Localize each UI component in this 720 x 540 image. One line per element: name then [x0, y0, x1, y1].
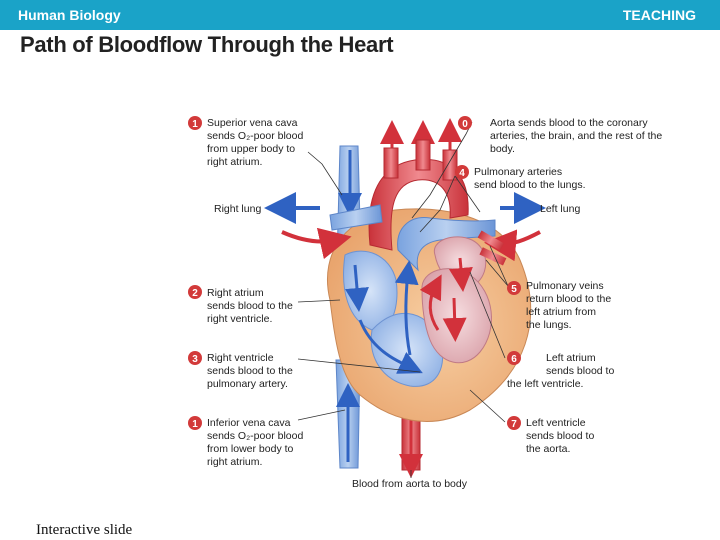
callout-line: arteries, the brain, and the rest of the [490, 130, 662, 142]
callout-line: Pulmonary veins [526, 280, 604, 292]
callout-pulmonary-arteries: Pulmonary arteries send blood to the lun… [474, 166, 586, 191]
badge-aorta [458, 116, 472, 130]
callout-line: sends blood to [546, 365, 614, 377]
callout-line: Right atrium [207, 287, 264, 299]
internal-flow-arrows [345, 257, 473, 374]
header-banner: Human Biology TEACHING [0, 0, 720, 30]
callout-line: body. [490, 143, 515, 155]
badge-ivc [188, 416, 202, 430]
aorta-to-body-label: Blood from aorta to body [352, 478, 468, 490]
callout-line: pulmonary artery. [207, 378, 288, 390]
right-ventricle [370, 312, 444, 387]
section-name: TEACHING [622, 7, 696, 23]
badge-left-atrium [507, 351, 521, 365]
left-lung-label: Left lung [540, 203, 580, 215]
callout-line: right ventricle. [207, 313, 272, 325]
badge-pulm-art [455, 165, 469, 179]
left-lung-return-arrow [484, 229, 541, 262]
callout-line: sends blood to the [207, 365, 293, 377]
course-name: Human Biology [18, 7, 121, 23]
callout-left-atrium: Left atrium sends blood to the left vent… [507, 352, 614, 390]
badge-number: 5 [511, 284, 517, 295]
callout-left-ventricle: Left ventricle sends blood to the aorta. [526, 417, 594, 455]
badge-number: 7 [511, 419, 517, 430]
right-lung-return-arrow [281, 227, 352, 260]
badge-numbers: 1 0 4 2 5 3 6 1 7 [192, 119, 517, 430]
callout-superior-vena-cava: Superior vena cava sends O₂-poor blood f… [207, 117, 303, 168]
callout-line: the aorta. [526, 443, 570, 455]
callout-line: left atrium from [526, 306, 596, 318]
badge-pulm-veins [507, 281, 521, 295]
callout-line: from lower body to [207, 443, 294, 455]
callout-line: Pulmonary arteries [474, 166, 562, 178]
callout-line: Left atrium [546, 352, 596, 364]
leader-lines [297, 121, 509, 478]
callout-line: sends O₂-poor blood [207, 130, 303, 142]
callout-right-ventricle: Right ventricle sends blood to the pulmo… [207, 352, 293, 390]
callout-pulmonary-veins: Pulmonary veins return blood to the left… [526, 280, 611, 331]
callout-line: right atrium. [207, 456, 262, 468]
badge-right-ventricle [188, 351, 202, 365]
callout-line: right atrium. [207, 156, 262, 168]
badge-number: 1 [192, 419, 198, 430]
callout-line: sends blood to the [207, 300, 293, 312]
callout-right-atrium: Right atrium sends blood to the right ve… [207, 287, 293, 325]
callout-line: Left ventricle [526, 417, 586, 429]
badge-number: 1 [192, 119, 198, 130]
callout-line: from upper body to [207, 143, 295, 155]
badge-number: 0 [462, 119, 468, 130]
footer-caption: Interactive slide [36, 522, 133, 538]
callout-aorta: Aorta sends blood to the coronary arteri… [490, 117, 662, 155]
callout-line: Inferior vena cava [207, 417, 291, 429]
callout-line: the lungs. [526, 319, 572, 331]
pulmonary-veins [477, 230, 507, 266]
callout-line: Aorta sends blood to the coronary [490, 117, 648, 129]
callout-line: send blood to the lungs. [474, 179, 586, 191]
badge-left-ventricle [507, 416, 521, 430]
badge-number: 3 [192, 354, 198, 365]
number-badges [188, 116, 521, 430]
callout-line: Right ventricle [207, 352, 274, 364]
pulmonary-trunk [397, 217, 496, 272]
right-lung-label: Right lung [214, 203, 261, 215]
page-title: Path of Bloodflow Through the Heart [20, 32, 394, 57]
badge-number: 2 [192, 288, 198, 299]
callout-line: sends O₂-poor blood [207, 430, 303, 442]
badge-svc [188, 116, 202, 130]
badge-number: 4 [459, 168, 465, 179]
callout-line: return blood to the [526, 293, 611, 305]
callout-line: Superior vena cava [207, 117, 298, 129]
badge-right-atrium [188, 285, 202, 299]
callout-line: sends blood to [526, 430, 594, 442]
callout-line: the left ventricle. [507, 378, 583, 390]
badge-number: 6 [511, 354, 517, 365]
callout-inferior-vena-cava: Inferior vena cava sends O₂-poor blood f… [207, 417, 303, 468]
